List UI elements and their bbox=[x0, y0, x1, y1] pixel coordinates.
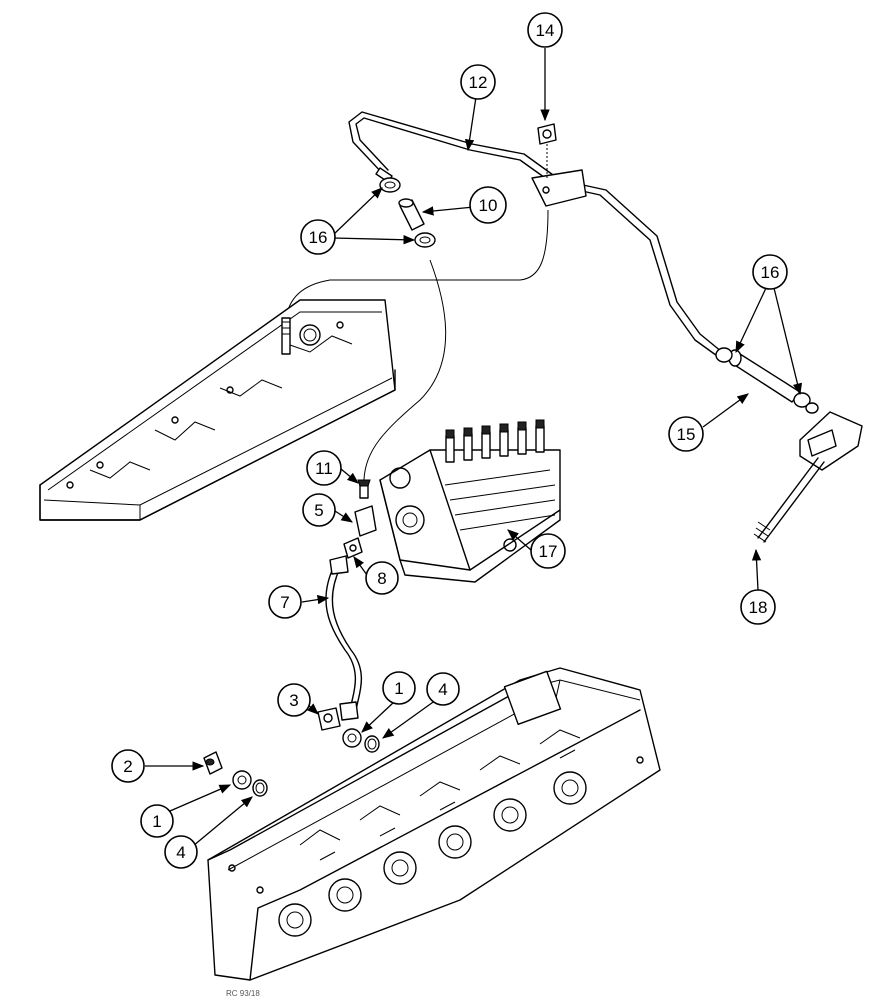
figure-code: RC 93/18 bbox=[226, 989, 260, 998]
callout-4-lower-label: 4 bbox=[176, 843, 185, 862]
callout-14: 14 bbox=[527, 12, 563, 48]
callout-18-label: 18 bbox=[749, 598, 768, 617]
callout-7: 7 bbox=[268, 585, 302, 619]
callout-1-lower: 1 bbox=[140, 804, 174, 838]
callout-12-label: 12 bbox=[469, 73, 488, 92]
callout-5-label: 5 bbox=[314, 501, 323, 520]
callout-8-label: 8 bbox=[377, 569, 386, 588]
callout-4-lower: 4 bbox=[164, 835, 198, 869]
callout-16-upper: 16 bbox=[300, 219, 336, 255]
bracket-and-nut bbox=[531, 123, 587, 207]
hose-10 bbox=[398, 198, 425, 231]
breather-assembly bbox=[753, 402, 863, 543]
callout-2-label: 2 bbox=[123, 757, 132, 776]
callout-1-lower-label: 1 bbox=[152, 812, 161, 831]
leader-lines bbox=[145, 48, 803, 847]
callout-2: 2 bbox=[111, 749, 145, 783]
fittings-lower bbox=[203, 751, 268, 797]
clamps-upper bbox=[379, 177, 436, 248]
callout-8: 8 bbox=[365, 561, 399, 595]
cylinder-head bbox=[207, 667, 661, 981]
callout-10-label: 10 bbox=[479, 196, 498, 215]
callout-15-label: 15 bbox=[677, 425, 696, 444]
callout-10: 10 bbox=[469, 186, 507, 224]
callout-4-upper-label: 4 bbox=[438, 680, 447, 699]
callout-14-label: 14 bbox=[536, 21, 555, 40]
callout-3-label: 3 bbox=[289, 691, 298, 710]
fittings-upper bbox=[317, 707, 380, 753]
callout-1-upper: 1 bbox=[382, 671, 416, 705]
callout-7-label: 7 bbox=[280, 593, 289, 612]
callout-11-label: 11 bbox=[315, 459, 333, 478]
callout-16-right: 16 bbox=[752, 254, 788, 290]
callout-18: 18 bbox=[740, 589, 776, 625]
callout-16-right-label: 16 bbox=[761, 263, 780, 282]
callout-12: 12 bbox=[460, 64, 496, 100]
valve-cover bbox=[39, 299, 396, 521]
callout-11: 11 bbox=[306, 450, 342, 486]
callout-3: 3 bbox=[277, 683, 311, 717]
drain-line bbox=[325, 555, 363, 721]
callout-5: 5 bbox=[302, 493, 336, 527]
callout-17: 17 bbox=[530, 533, 566, 569]
callout-15: 15 bbox=[668, 416, 704, 452]
callout-4-upper: 4 bbox=[426, 672, 460, 706]
routing-lines bbox=[285, 209, 549, 481]
hose-15 bbox=[715, 347, 811, 408]
callout-1-upper-label: 1 bbox=[394, 679, 403, 698]
callout-17-label: 17 bbox=[539, 542, 558, 561]
callout-16-upper-label: 16 bbox=[309, 228, 328, 247]
vent-tube bbox=[348, 111, 723, 359]
fittings-pump bbox=[343, 479, 377, 559]
